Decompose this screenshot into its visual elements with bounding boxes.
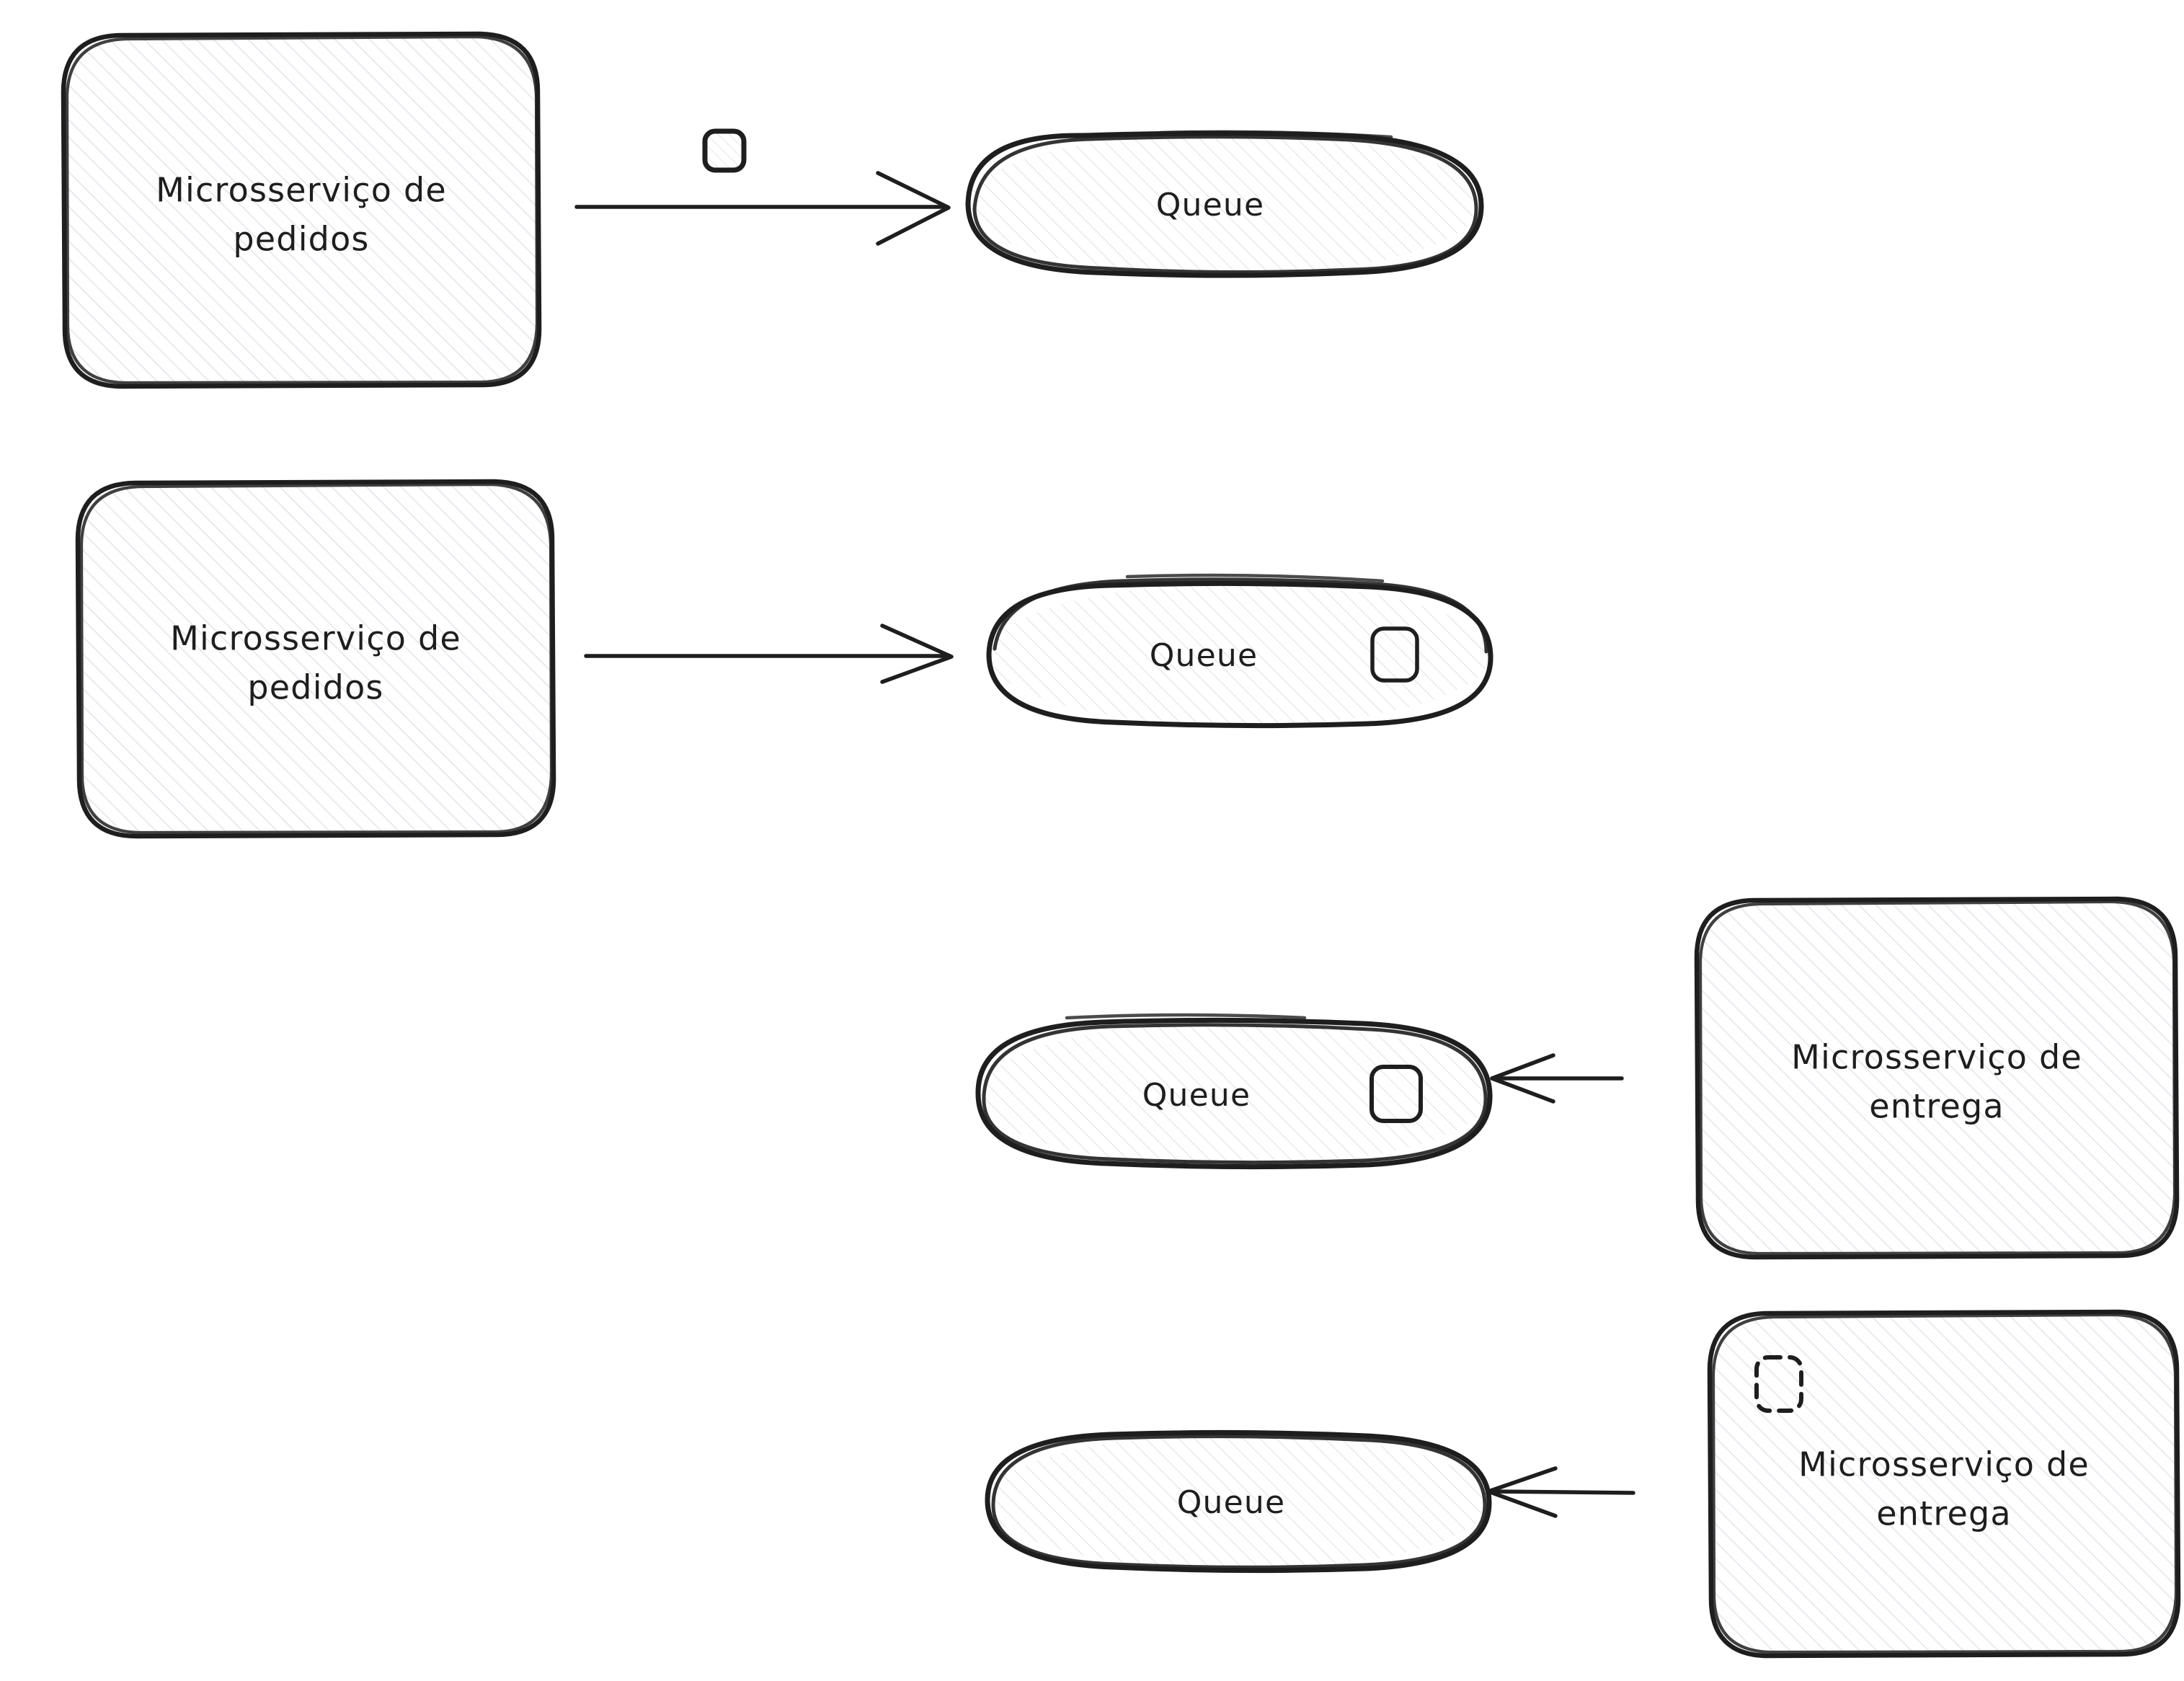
microservice-pedidos-label-line1: Microsserviço de [156,171,447,210]
microservice-entrega-label-line2: entrega [1869,1087,2004,1126]
queue-ellipse-1[interactable]: Queue [965,130,1484,278]
queue-ellipse-3[interactable]: Queue [975,1013,1493,1170]
microservice-pedidos-label-line2: pedidos [233,220,369,259]
arrow-pedidos-to-queue-2[interactable] [584,624,954,684]
queue-ellipse-2[interactable]: Queue [986,573,1493,729]
queue-ellipse-4[interactable]: Queue [985,1429,1492,1574]
queue-label-4: Queue [1177,1484,1286,1521]
message-badge-icon[interactable] [1370,626,1419,683]
microservice-pedidos-box-1[interactable]: Microsserviço de pedidos [61,31,542,389]
microservice-entrega-label-line1: Microsserviço de [1791,1038,2082,1077]
microservice-entrega-box-3[interactable]: Microsserviço de entrega [1694,896,2180,1260]
row-2-group: Microsserviço de pedidos Queue [75,479,1493,839]
microservice-pedidos-label-line1: Microsserviço de [170,619,461,658]
row-3-group: Microsserviço de entrega Queue [975,896,2180,1260]
message-badge-icon[interactable] [1754,1355,1803,1413]
queue-label-3: Queue [1142,1077,1251,1114]
microservice-entrega-label-line2: entrega [1876,1494,2011,1533]
row-4-group: Microsserviço de entrega Queue [985,1309,2181,1659]
microservice-entrega-box-4[interactable]: Microsserviço de entrega [1707,1309,2181,1659]
row-1-group: Microsserviço de pedidos Queue [61,31,1484,389]
microservice-pedidos-label-line2: pedidos [247,668,383,707]
queue-label-1: Queue [1156,187,1265,223]
queue-label-2: Queue [1150,637,1259,674]
message-badge-icon[interactable] [1370,1065,1423,1123]
arrow-pedidos-to-queue-1[interactable] [574,171,951,246]
arrow-entrega-to-queue-3[interactable] [1490,1053,1624,1104]
arrow-entrega-to-queue-4[interactable] [1486,1466,1635,1518]
microservice-pedidos-box-2[interactable]: Microsserviço de pedidos [75,479,556,839]
message-badge-icon[interactable] [702,128,747,173]
microservice-entrega-label-line1: Microsserviço de [1798,1445,2090,1484]
